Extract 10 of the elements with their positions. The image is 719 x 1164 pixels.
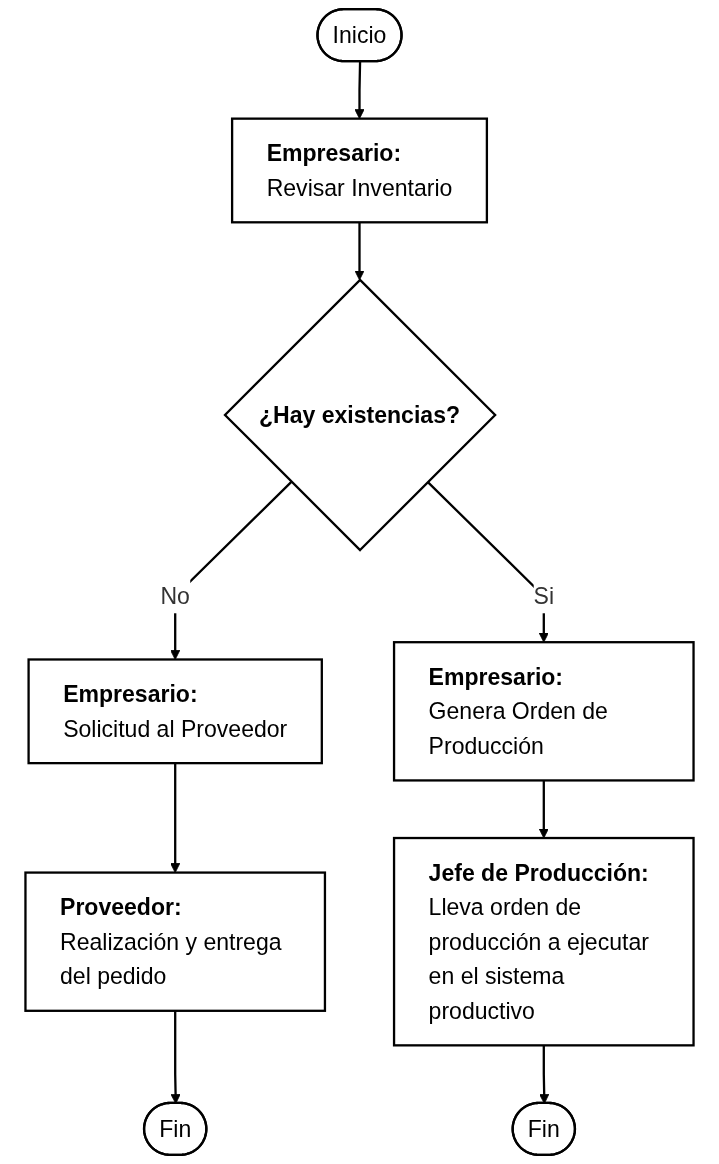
arrow [354, 222, 365, 281]
node-box: Proveedor: Realización y entrega del pedido [24, 871, 327, 1012]
node-diamond: ¿Hay existencias? [223, 278, 497, 552]
edge-label: Si [533, 583, 555, 609]
node-box: Jefe de Producción: Lleva orden de producción a ejecutar en el sistema productivo [392, 836, 695, 1047]
edge-label: No [160, 583, 190, 609]
node-box: Empresario: Solicitud al Proveedor [27, 658, 323, 765]
node-box: Empresario: Revisar Inventario [230, 117, 489, 224]
node-box: Empresario: Genera Orden de Producción [392, 641, 695, 782]
arrow [538, 780, 549, 839]
